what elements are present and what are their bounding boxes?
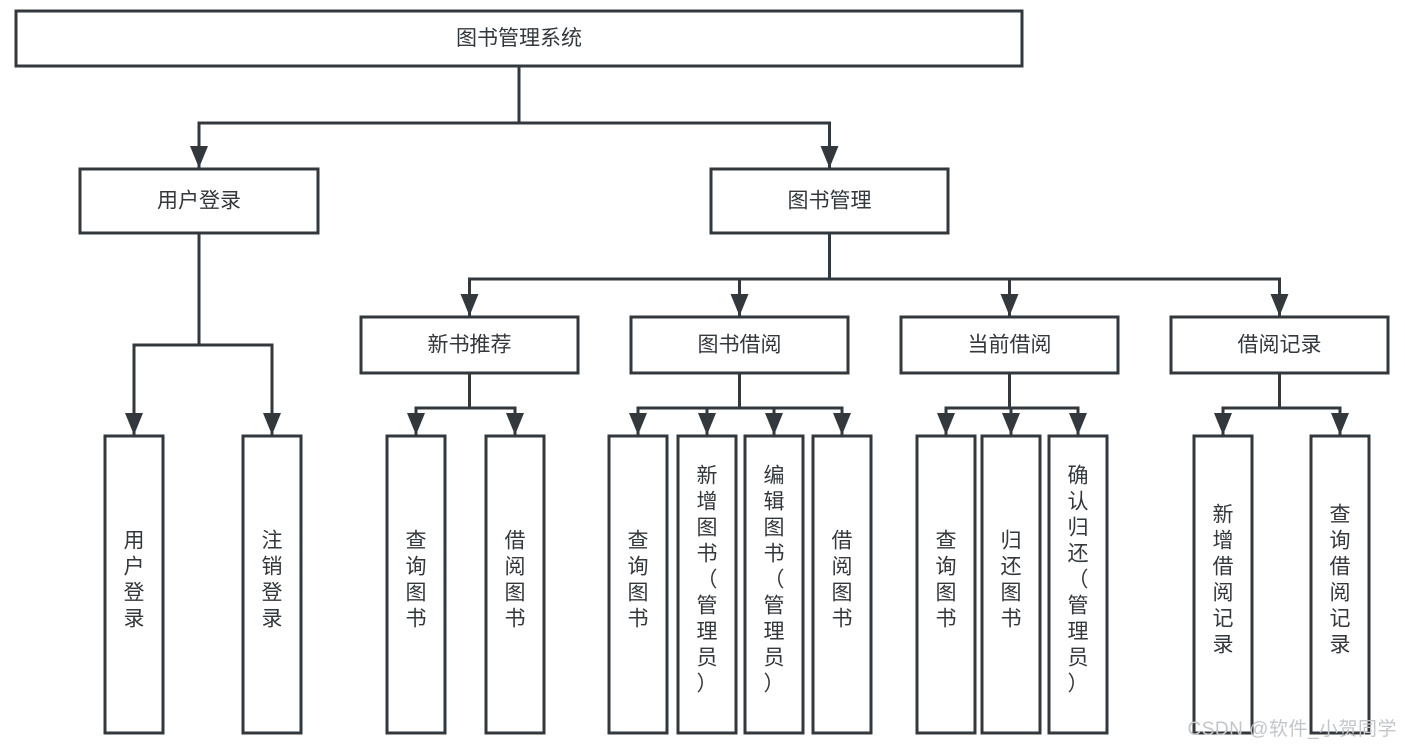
node-root[interactable]: 图书管理系统 [14,9,1024,68]
node-box-leaf-user-logout [241,434,303,735]
node-leaf-newbook-query[interactable]: 查询图书 [385,434,447,735]
node-box-leaf-borrow-add [676,434,738,735]
node-leaf-borrow-edit[interactable]: 编辑图书（管理员） [743,434,805,735]
node-box-newbook [359,315,580,375]
node-leaf-current-query[interactable]: 查询图书 [915,434,977,735]
node-label-leaf-newbook-query: 查询图书 [406,530,427,631]
node-newbook[interactable]: 新书推荐 [359,315,580,375]
node-leaf-user-login[interactable]: 用户登录 [103,434,165,735]
node-box-bookmgmt [709,167,950,235]
arrow-head-bookmgmt-2 [1000,294,1019,316]
node-label-newbook: 新书推荐 [428,334,512,357]
arrow-head-borrow-3 [833,413,851,435]
node-label-leaf-records-query: 查询借阅记录 [1330,504,1351,657]
node-label-borrow: 图书借阅 [698,334,782,357]
edges-layer [125,64,1349,437]
arrow-head-login-1 [263,413,281,435]
node-leaf-records-query[interactable]: 查询借阅记录 [1309,434,1371,735]
arrow-head-root-0 [190,146,208,168]
node-box-borrow [629,315,850,375]
nodes-layer: 图书管理系统用户登录图书管理新书推荐图书借阅当前借阅借阅记录用户登录注销登录查询… [14,9,1390,735]
node-box-login [78,167,320,235]
node-leaf-newbook-borrow[interactable]: 借阅图书 [484,434,546,735]
node-label-leaf-borrow-add: 新增图书（管理员） [697,465,718,696]
node-leaf-borrow-add[interactable]: 新增图书（管理员） [676,434,738,735]
node-box-leaf-newbook-query [385,434,447,735]
arrow-head-borrow-2 [765,413,783,435]
arrow-head-newbook-1 [506,413,524,435]
arrow-head-root-1 [820,146,839,168]
node-leaf-current-return[interactable]: 归还图书 [980,434,1042,735]
arrow-head-borrow-0 [629,413,647,435]
arrow-head-current-0 [937,413,955,435]
node-leaf-records-add[interactable]: 新增借阅记录 [1192,434,1254,735]
arrow-head-borrow-1 [698,413,716,435]
node-box-leaf-newbook-borrow [484,434,546,735]
node-box-leaf-borrow-edit [743,434,805,735]
node-box-leaf-borrow-query [607,434,669,735]
node-label-current: 当前借阅 [968,334,1052,357]
node-label-leaf-current-query: 查询图书 [936,530,957,631]
node-label-leaf-user-logout: 注销登录 [262,530,283,631]
node-box-leaf-current-return [980,434,1042,735]
node-records[interactable]: 借阅记录 [1169,315,1390,375]
node-leaf-user-logout[interactable]: 注销登录 [241,434,303,735]
node-box-leaf-current-query [915,434,977,735]
node-box-root [14,9,1024,68]
arrow-head-current-1 [1002,413,1020,435]
node-leaf-borrow-query[interactable]: 查询图书 [607,434,669,735]
arrow-head-bookmgmt-0 [460,294,479,316]
node-box-leaf-records-query [1309,434,1371,735]
node-borrow[interactable]: 图书借阅 [629,315,850,375]
node-label-bookmgmt: 图书管理 [788,190,872,213]
node-bookmgmt[interactable]: 图书管理 [709,167,950,235]
node-leaf-borrow-lend[interactable]: 借阅图书 [811,434,873,735]
node-label-root: 图书管理系统 [456,27,582,50]
node-label-leaf-borrow-query: 查询图书 [628,530,649,631]
arrow-head-bookmgmt-1 [730,294,749,316]
arrow-head-login-0 [125,413,143,435]
node-label-leaf-current-return: 归还图书 [1001,530,1022,631]
node-label-leaf-borrow-lend: 借阅图书 [832,530,853,631]
node-box-leaf-borrow-lend [811,434,873,735]
node-login[interactable]: 用户登录 [78,167,320,235]
node-label-login: 用户登录 [157,190,241,213]
node-label-leaf-newbook-borrow: 借阅图书 [505,530,526,631]
node-leaf-current-confirm[interactable]: 确认归还（管理员） [1047,434,1109,735]
node-label-leaf-records-add: 新增借阅记录 [1213,504,1234,657]
node-label-records: 借阅记录 [1238,334,1322,357]
node-current[interactable]: 当前借阅 [899,315,1120,375]
node-label-leaf-current-confirm: 确认归还（管理员） [1068,465,1089,696]
node-label-leaf-borrow-edit: 编辑图书（管理员） [764,465,785,696]
arrow-head-records-0 [1214,413,1232,435]
node-label-leaf-user-login: 用户登录 [124,530,145,631]
arrow-head-bookmgmt-3 [1270,294,1289,316]
arrow-head-newbook-0 [407,413,425,435]
node-box-leaf-records-add [1192,434,1254,735]
node-box-leaf-user-login [103,434,165,735]
arrow-head-current-2 [1069,413,1087,435]
node-box-current [899,315,1120,375]
node-box-records [1169,315,1390,375]
node-box-leaf-current-confirm [1047,434,1109,735]
arrow-head-records-1 [1331,413,1349,435]
